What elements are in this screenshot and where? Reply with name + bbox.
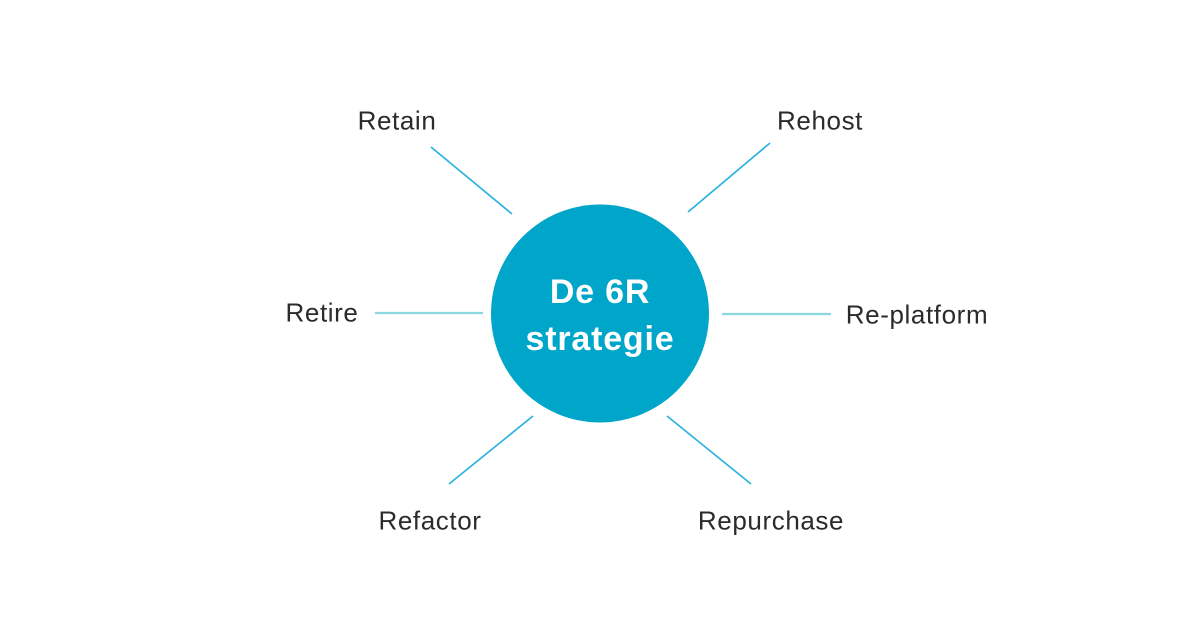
label-repurchase: Repurchase	[697, 505, 845, 536]
diagram-title-line2: strategie	[525, 320, 675, 358]
diagram-title: De 6R strategie	[526, 269, 675, 363]
connector-refactor-line	[448, 415, 534, 485]
label-retain: Retain	[357, 105, 437, 136]
center-circle	[491, 204, 709, 423]
label-replatform: Re-platform	[845, 299, 989, 330]
connector-repurchase-line	[666, 415, 752, 485]
label-rehost: Rehost	[777, 105, 863, 136]
connector-retain-line	[430, 146, 513, 215]
label-refactor: Refactor	[378, 505, 482, 536]
diagram-title-line1: De 6R	[549, 273, 651, 311]
connector-rehost-line	[687, 142, 771, 213]
label-retire: Retire	[285, 297, 359, 328]
